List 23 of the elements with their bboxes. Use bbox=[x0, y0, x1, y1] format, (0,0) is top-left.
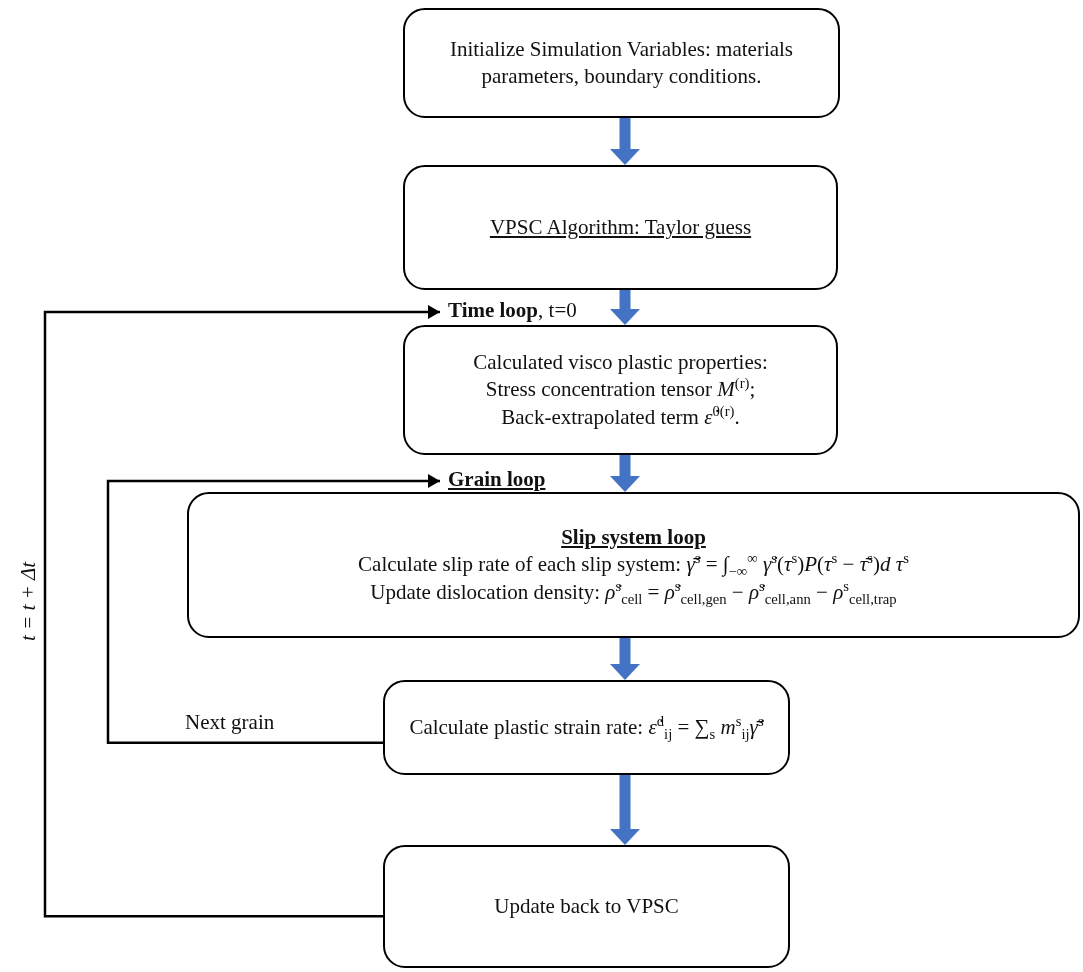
loop-label: Grain loop bbox=[448, 466, 578, 492]
process-box bbox=[403, 8, 840, 118]
loop-label: Time loop, t=0 bbox=[448, 296, 618, 324]
loop-arrow bbox=[106, 474, 440, 744]
block-arrow bbox=[610, 775, 640, 845]
process-box bbox=[383, 680, 790, 775]
box-heading: Slip system loop bbox=[561, 524, 706, 552]
block-arrow bbox=[610, 638, 640, 680]
box-text: Update back to VPSC bbox=[494, 892, 679, 920]
process-box bbox=[187, 492, 1080, 638]
box-text: Initialize Simulation Variables: materials parameters, boundary conditions. bbox=[448, 35, 795, 90]
process-box bbox=[403, 325, 838, 455]
box-text: VPSC Algorithm: Taylor guess bbox=[489, 213, 752, 241]
loop-arrow bbox=[43, 305, 440, 918]
block-arrow bbox=[610, 455, 640, 492]
box-text: Stress concentration tensor M$^{(r)}$; bbox=[485, 376, 756, 404]
edge-label: t = t + Δt bbox=[16, 560, 41, 643]
process-box bbox=[383, 845, 790, 968]
block-arrow bbox=[610, 290, 640, 325]
process-box bbox=[403, 165, 838, 290]
box-text: Calculated visco plastic properties: bbox=[473, 349, 768, 377]
box-text: Back-extrapolated term ε̇$^{0(r)}$. bbox=[501, 403, 740, 431]
block-arrow bbox=[610, 118, 640, 165]
